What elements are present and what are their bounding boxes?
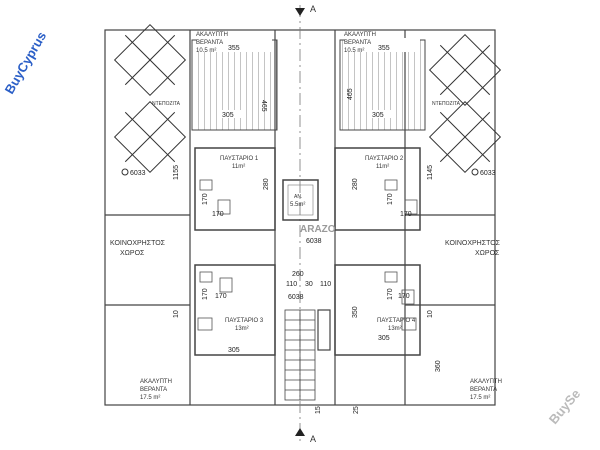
svg-text:170: 170 [212,211,224,218]
svg-text:305: 305 [378,335,390,342]
section-marker-top: A [310,4,316,14]
svg-text:1145: 1145 [427,165,434,180]
svg-text:170: 170 [400,211,412,218]
panels-label-right: ΝΤΕΠΟΖΙΤΑ [432,101,461,107]
svg-text:30: 30 [305,281,313,288]
dim-inner: 305 [372,112,384,119]
common-area-right-line2: ΧΩΡΟΣ [475,250,500,257]
common-area-left-line2: ΧΩΡΟΣ [120,250,145,257]
dim-inner: 305 [222,112,234,119]
veranda-top-left: ΑΚΑΛΥΠΤΗ ΒΕΡΑΝΤΑ 10.5 m² 355 465 305 [191,32,278,131]
storage-2-area: 11m² [376,164,389,170]
svg-text:25: 25 [353,406,360,414]
svg-text:ΑΚΑΛΥΠΤΗ: ΑΚΑΛΥΠΤΗ [470,379,502,385]
storage-1-area: 11m² [232,164,245,170]
svg-text:15: 15 [315,406,322,414]
svg-text:280: 280 [352,178,359,190]
storage-3-name: ΠΑΥΣΤΑΡΙΟ 3 [225,318,264,324]
storage-3-area: 13m² [235,326,249,332]
lift-shaft: ΑΝ. 5.5m² [282,179,319,221]
watermark-right: BuySe [546,386,584,427]
level-markers: 6033 6033 6038 6038 [121,168,496,301]
panels-label-left: ΝΤΕΠΟΖΙΤΑ [152,101,181,107]
solar-panels-left [113,23,187,174]
common-area-left-line1: ΚΟΙΝΟΧΡΗΣΤΟΣ [110,240,166,247]
dimensions: 1155 1145 280 280 170 170 170 170 170 17… [173,165,442,414]
dim-width: 355 [378,45,390,52]
veranda-area: 10.5 m² [196,48,216,54]
svg-text:ΒΕΡΑΝΤΑ: ΒΕΡΑΝΤΑ [470,387,497,393]
common-area-right-line1: ΚΟΙΝΟΧΡΗΣΤΟΣ [445,240,501,247]
veranda-bottom-right: ΑΚΑΛΥΠΤΗ ΒΕΡΑΝΤΑ 17.5 m² [470,379,502,401]
svg-text:170: 170 [387,288,394,300]
storage-2-name: ΠΑΥΣΤΑΡΙΟ 2 [365,156,404,162]
lift-label: ΑΝ. [294,194,302,200]
svg-text:170: 170 [387,193,394,205]
storage-1-name: ΠΑΥΣΤΑΡΙΟ 1 [220,156,259,162]
svg-text:1155: 1155 [173,165,180,180]
svg-text:170: 170 [398,293,410,300]
logo-watermark: ARAZO [300,224,336,235]
svg-text:360: 360 [435,360,442,372]
svg-text:305: 305 [228,347,240,354]
lift-area: 5.5m² [290,202,305,208]
watermark-left: BuyCyprus [2,29,50,97]
section-marker-bottom: A [310,434,316,444]
svg-text:260: 260 [292,271,304,278]
section-line: A A [295,4,316,445]
veranda-top-right: ΑΚΑΛΥΠΤΗ ΒΕΡΑΝΤΑ 10.5 m² 355 465 305 [339,32,426,131]
svg-text:17.5 m²: 17.5 m² [470,395,490,401]
veranda-title: ΑΚΑΛΥΠΤΗ [344,32,376,38]
veranda-bottom-left: ΑΚΑΛΥΠΤΗ ΒΕΡΑΝΤΑ 17.5 m² [140,379,172,401]
svg-text:6033: 6033 [130,170,146,177]
svg-text:110: 110 [320,281,331,288]
svg-text:6038: 6038 [288,294,304,301]
svg-text:280: 280 [263,178,270,190]
dim-width: 355 [228,45,240,52]
wc-fixtures [197,179,418,331]
svg-text:10: 10 [427,310,434,318]
svg-text:110: 110 [286,281,297,288]
svg-text:ΒΕΡΑΝΤΑ: ΒΕΡΑΝΤΑ [140,387,167,393]
veranda-area: 10.5 m² [344,48,364,54]
svg-text:6033: 6033 [480,170,496,177]
svg-text:350: 350 [352,306,359,318]
veranda-sub: ΒΕΡΑΝΤΑ [196,40,223,46]
veranda-sub: ΒΕΡΑΝΤΑ [344,40,371,46]
svg-text:10: 10 [173,310,180,318]
dim-depth: 465 [260,100,267,112]
svg-text:170: 170 [202,193,209,205]
svg-text:ΑΚΑΛΥΠΤΗ: ΑΚΑΛΥΠΤΗ [140,379,172,385]
storage-4-name: ΠΑΥΣΤΑΡΙΟ 4 [377,318,416,324]
veranda-title: ΑΚΑΛΥΠΤΗ [196,32,228,38]
svg-text:6038: 6038 [306,238,322,245]
solar-panels-right [428,33,502,174]
storage-4-area: 13m² [388,326,402,332]
storage-rooms [194,147,421,356]
svg-text:170: 170 [215,293,227,300]
svg-text:17.5 m²: 17.5 m² [140,395,160,401]
svg-text:170: 170 [202,288,209,300]
dim-depth: 465 [347,88,354,100]
staircase [284,309,331,401]
